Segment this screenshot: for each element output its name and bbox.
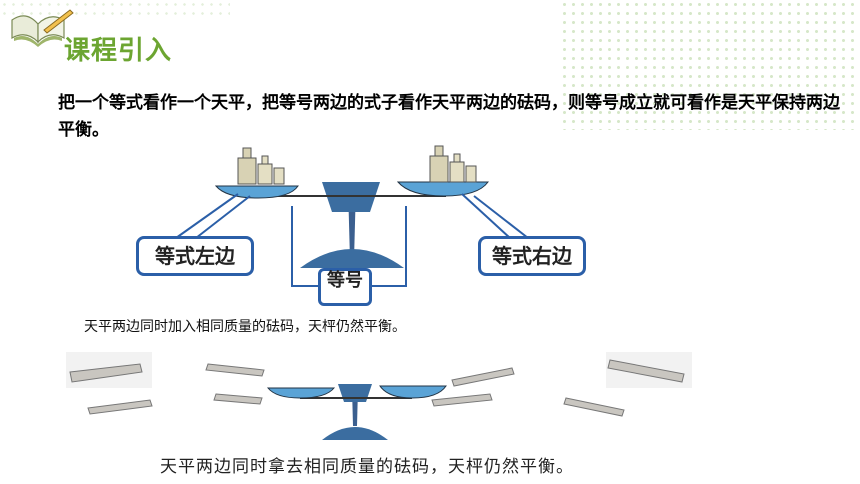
dot-pattern (560, 0, 860, 130)
open-book-pencil-icon (11, 9, 74, 47)
intro-text: 把一个等式看作一个天平，把等号两边的式子看作天平两边的砝码，则等号成立就可看作是… (58, 93, 840, 140)
right-side-label-text: 等式右边 (492, 244, 572, 268)
dot-pattern-top (0, 0, 230, 20)
caption-add-weights: 天平两边同时加入相同质量的砝码，天枰仍然平衡。 (84, 319, 406, 335)
page-title: 课程引入 (64, 36, 173, 66)
caption-remove-weights: 天平两边同时拿去相同质量的砝码，天枰仍然平衡。 (160, 457, 574, 477)
left-side-label: 等式左边 (136, 236, 254, 276)
balance-scale-main (175, 145, 529, 287)
balance-scale-lower (266, 384, 447, 440)
right-side-label: 等式右边 (478, 236, 586, 276)
hand-icons (66, 352, 692, 417)
equals-sign-label: 等号 (318, 268, 372, 306)
